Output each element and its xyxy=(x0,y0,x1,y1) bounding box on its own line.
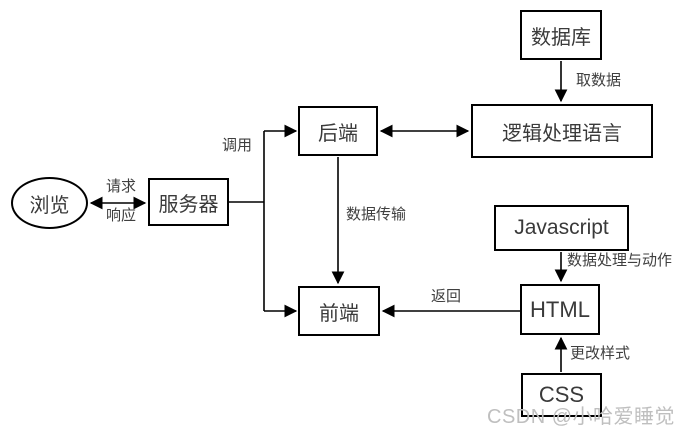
node-css-label: CSS xyxy=(538,382,585,407)
node-html-label: HTML xyxy=(530,296,590,322)
edge-label-call: 调用 xyxy=(222,137,253,154)
node-browser-label: 浏览 xyxy=(29,194,70,217)
node-javascript-label: Javascript xyxy=(514,216,609,239)
node-backend-label: 后端 xyxy=(318,122,358,145)
node-logic-language: 逻辑处理语言 xyxy=(471,104,653,158)
node-logic-language-label: 逻辑处理语言 xyxy=(502,122,622,145)
csdn-watermark: CSDN @小哈爱睡觉 xyxy=(487,406,676,428)
edge-label-request: 请求 xyxy=(106,178,137,195)
edge-label-fetch-data: 取数据 xyxy=(576,72,622,89)
edge-label-data-transfer: 数据传输 xyxy=(346,206,407,223)
node-database: 数据库 xyxy=(520,10,602,60)
node-browser: 浏览 xyxy=(11,177,88,229)
node-server: 服务器 xyxy=(148,178,229,226)
node-frontend-label: 前端 xyxy=(319,302,359,325)
node-html: HTML xyxy=(520,284,600,335)
node-frontend: 前端 xyxy=(298,286,380,336)
edge-label-return: 返回 xyxy=(431,288,462,305)
node-javascript: Javascript xyxy=(494,205,629,251)
node-backend: 后端 xyxy=(298,106,378,156)
edge-label-response: 响应 xyxy=(106,207,137,224)
edge-label-data-process: 数据处理与动作 xyxy=(567,252,673,269)
node-database-label: 数据库 xyxy=(531,26,591,49)
node-server-label: 服务器 xyxy=(158,193,219,216)
edge-label-change-style: 更改样式 xyxy=(570,345,631,362)
node-css: CSS xyxy=(521,373,602,417)
